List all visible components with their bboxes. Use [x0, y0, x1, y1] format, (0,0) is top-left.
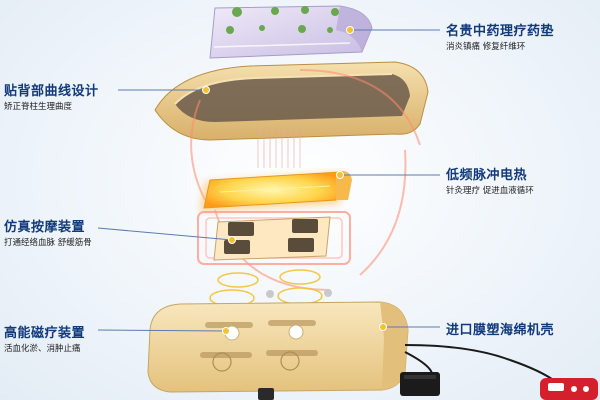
massage-device [197, 211, 351, 265]
callout-subtitle: 打通经络血脉 舒缓筋骨 [4, 238, 92, 248]
callout-title: 仿真按摩装置 [4, 220, 86, 235]
callout-subtitle: 消炎镇痛 修复纤维环 [446, 42, 526, 52]
callout-title: 贴背部曲线设计 [4, 84, 99, 99]
base-shell [147, 301, 409, 393]
herb-icons [226, 6, 339, 34]
power-plug [258, 388, 274, 400]
callout-title: 高能磁疗装置 [4, 326, 86, 341]
herbal-pad [209, 5, 373, 59]
callout-foam-shell: 进口膜塑海绵机壳 [446, 319, 554, 338]
leader-lines [97, 29, 440, 332]
callout-heating: 低频脉冲电热 针灸理疗 促进血液循环 [446, 164, 534, 196]
connector-threads [257, 128, 301, 168]
callout-subtitle: 活血化淤、消肿止痛 [4, 344, 81, 354]
callout-magnetic: 高能磁疗装置 活血化淤、消肿止痛 [4, 322, 85, 354]
heating-panel [200, 171, 352, 212]
callout-herbal-pad: 名贵中药理疗药垫 消炎镇痛 修复纤维环 [446, 20, 554, 52]
curved-pillow-layer [154, 61, 429, 141]
remote-controller [540, 378, 598, 400]
callout-title: 名贵中药理疗药垫 [446, 24, 555, 39]
callout-massage: 仿真按摩装置 打通经络血脉 舒缓筋骨 [4, 216, 92, 248]
callout-subtitle: 矫正脊柱生理曲度 [4, 102, 73, 112]
callout-subtitle: 针灸理疗 促进血液循环 [446, 186, 534, 196]
anchor-dots [202, 26, 387, 335]
callout-title: 低频脉冲电热 [446, 168, 528, 183]
power-adapter [400, 372, 440, 396]
callout-title: 进口膜塑海绵机壳 [446, 323, 555, 338]
callout-back-curve: 贴背部曲线设计 矫正脊柱生理曲度 [4, 80, 99, 112]
